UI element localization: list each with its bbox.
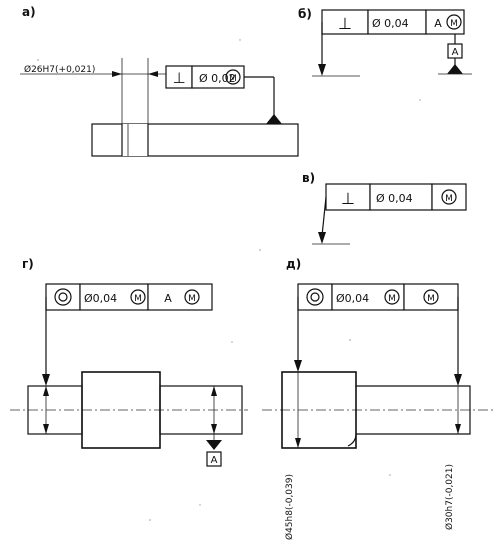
- panel-g-tolerance: Ø0,04: [84, 292, 117, 305]
- panel-d-dim-left: Ø45h8(-0,039): [284, 474, 295, 540]
- panel-g-datum: A: [164, 292, 172, 305]
- panel-v: в) ⊥ Ø 0,04 M: [302, 171, 467, 245]
- max-material-icon: M: [427, 294, 435, 304]
- max-material-icon: M: [134, 294, 142, 304]
- panel-b: б) ⊥ Ø 0,04 A M A: [298, 7, 472, 77]
- max-material-icon: M: [388, 294, 396, 304]
- panel-g: г) ◎ Ø0,04 M A M A: [10, 257, 248, 467]
- perpendicularity-icon: ⊥: [172, 69, 185, 87]
- panel-a: а) Ø26H7(+0,021) ⊥ Ø 0,02 M: [20, 5, 299, 157]
- perpendicularity-icon: ⊥: [341, 189, 355, 208]
- panel-a-hole: [122, 124, 148, 156]
- panel-v-tolerance: Ø 0,04: [376, 192, 413, 205]
- panel-d-label: д): [286, 257, 301, 271]
- panel-b-datum-tag: A: [452, 47, 459, 58]
- panel-b-datum: A: [434, 17, 442, 30]
- panel-v-label: в): [302, 171, 315, 185]
- max-material-icon: M: [450, 19, 458, 29]
- max-material-icon: M: [229, 74, 237, 84]
- panel-a-part: [91, 123, 299, 157]
- panel-d-tolerance: Ø0,04: [336, 292, 369, 305]
- concentricity-icon: ◎: [312, 293, 319, 302]
- concentricity-icon: ◎: [60, 293, 67, 302]
- datum-triangle-icon: [266, 114, 282, 124]
- panel-g-datum-tag: A: [211, 455, 218, 466]
- panel-a-label: а): [22, 5, 36, 19]
- panel-a-dimension: Ø26H7(+0,021): [24, 64, 95, 75]
- panel-d: д) ◎ Ø0,04 M M Ø45h8(-0,039) Ø30h7(-0,02…: [262, 257, 495, 540]
- arrow-down-icon: [318, 64, 326, 76]
- max-material-icon: M: [445, 194, 453, 204]
- panel-b-label: б): [298, 7, 312, 21]
- panel-b-tolerance: Ø 0,04: [372, 17, 409, 30]
- panel-g-label: г): [22, 257, 34, 271]
- arrow-down-icon: [318, 232, 326, 244]
- perpendicularity-icon: ⊥: [338, 14, 352, 33]
- panel-d-dim-right: Ø30h7(-0,021): [444, 464, 455, 530]
- scan-noise: [37, 39, 421, 521]
- max-material-icon: M: [188, 294, 196, 304]
- datum-triangle-icon: [206, 440, 222, 450]
- datum-triangle-icon: [447, 64, 463, 74]
